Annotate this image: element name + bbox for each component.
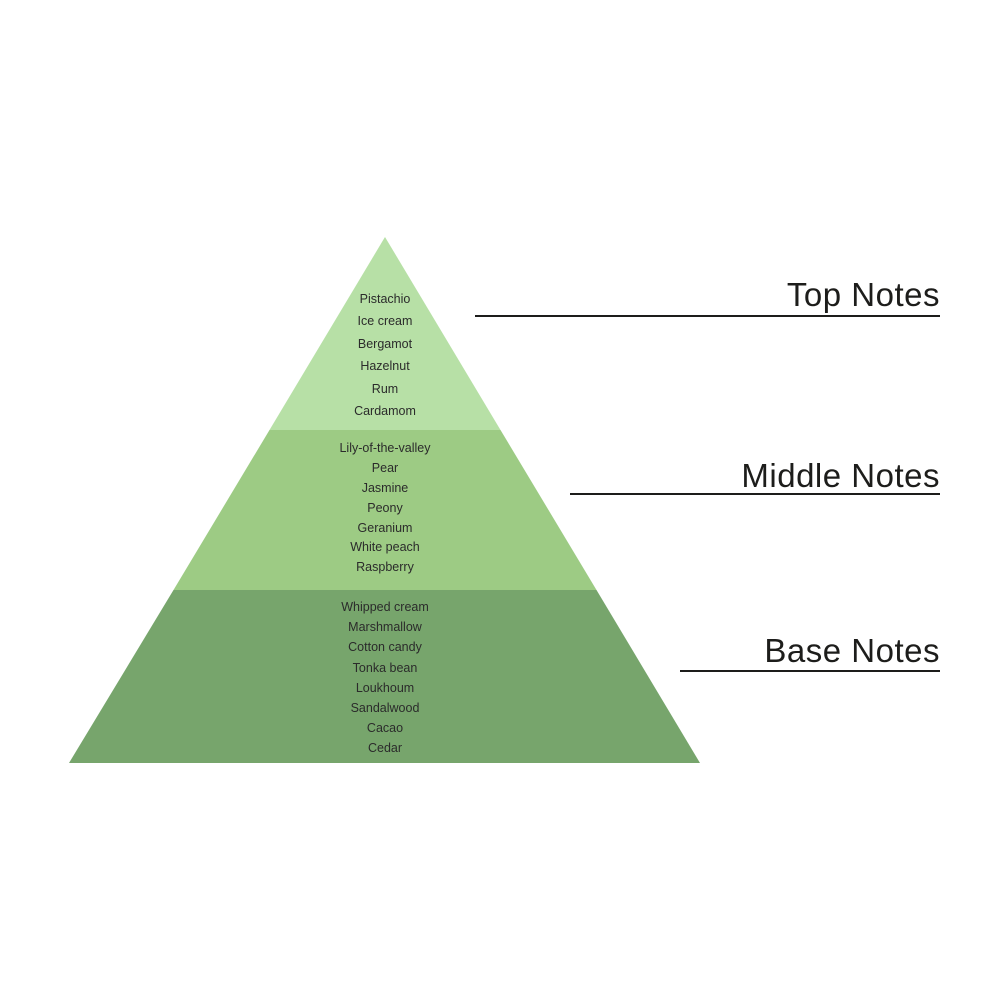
note-item: Sandalwood — [350, 700, 420, 715]
note-item: Tonka bean — [352, 660, 418, 675]
pyramid-middle-tier — [173, 430, 597, 590]
base-notes-list: Whipped cream Marshmallow Cotton candy T… — [235, 597, 535, 759]
note-item: Raspberry — [356, 560, 414, 575]
note-item: Marshmallow — [348, 620, 422, 635]
note-item: Cedar — [367, 741, 403, 756]
base-notes-underline — [680, 670, 940, 672]
note-item: Hazelnut — [360, 359, 410, 374]
note-item: Bergamot — [357, 336, 413, 351]
middle-notes-underline — [570, 493, 940, 495]
note-item: Lily-of-the-valley — [339, 441, 431, 455]
note-item: Pear — [371, 460, 399, 475]
note-item: Loukhoum — [355, 680, 415, 695]
note-item: Jasmine — [361, 480, 409, 495]
pyramid-top-tier — [269, 237, 501, 430]
top-notes-underline — [475, 315, 940, 317]
top-notes-list: Pistachio Ice cream Bergamot Hazelnut Ru… — [235, 288, 535, 422]
note-item: Cotton candy — [348, 640, 422, 655]
note-item: White peach — [350, 540, 420, 555]
note-item: Whipped cream — [341, 600, 429, 614]
note-item: Pistachio — [359, 292, 411, 306]
note-item: Cacao — [366, 721, 404, 736]
pyramid-base-tier — [69, 590, 700, 763]
middle-notes-label: Middle Notes — [741, 457, 940, 494]
base-notes-label: Base Notes — [764, 632, 940, 669]
note-item: Peony — [367, 500, 403, 515]
note-item: Geranium — [357, 520, 413, 535]
middle-notes-list: Lily-of-the-valley Pear Jasmine Peony Ge… — [235, 439, 535, 578]
note-item: Cardamom — [354, 403, 416, 418]
note-item: Rum — [371, 381, 399, 396]
top-notes-label: Top Notes — [786, 276, 940, 313]
note-item: Ice cream — [357, 314, 413, 329]
